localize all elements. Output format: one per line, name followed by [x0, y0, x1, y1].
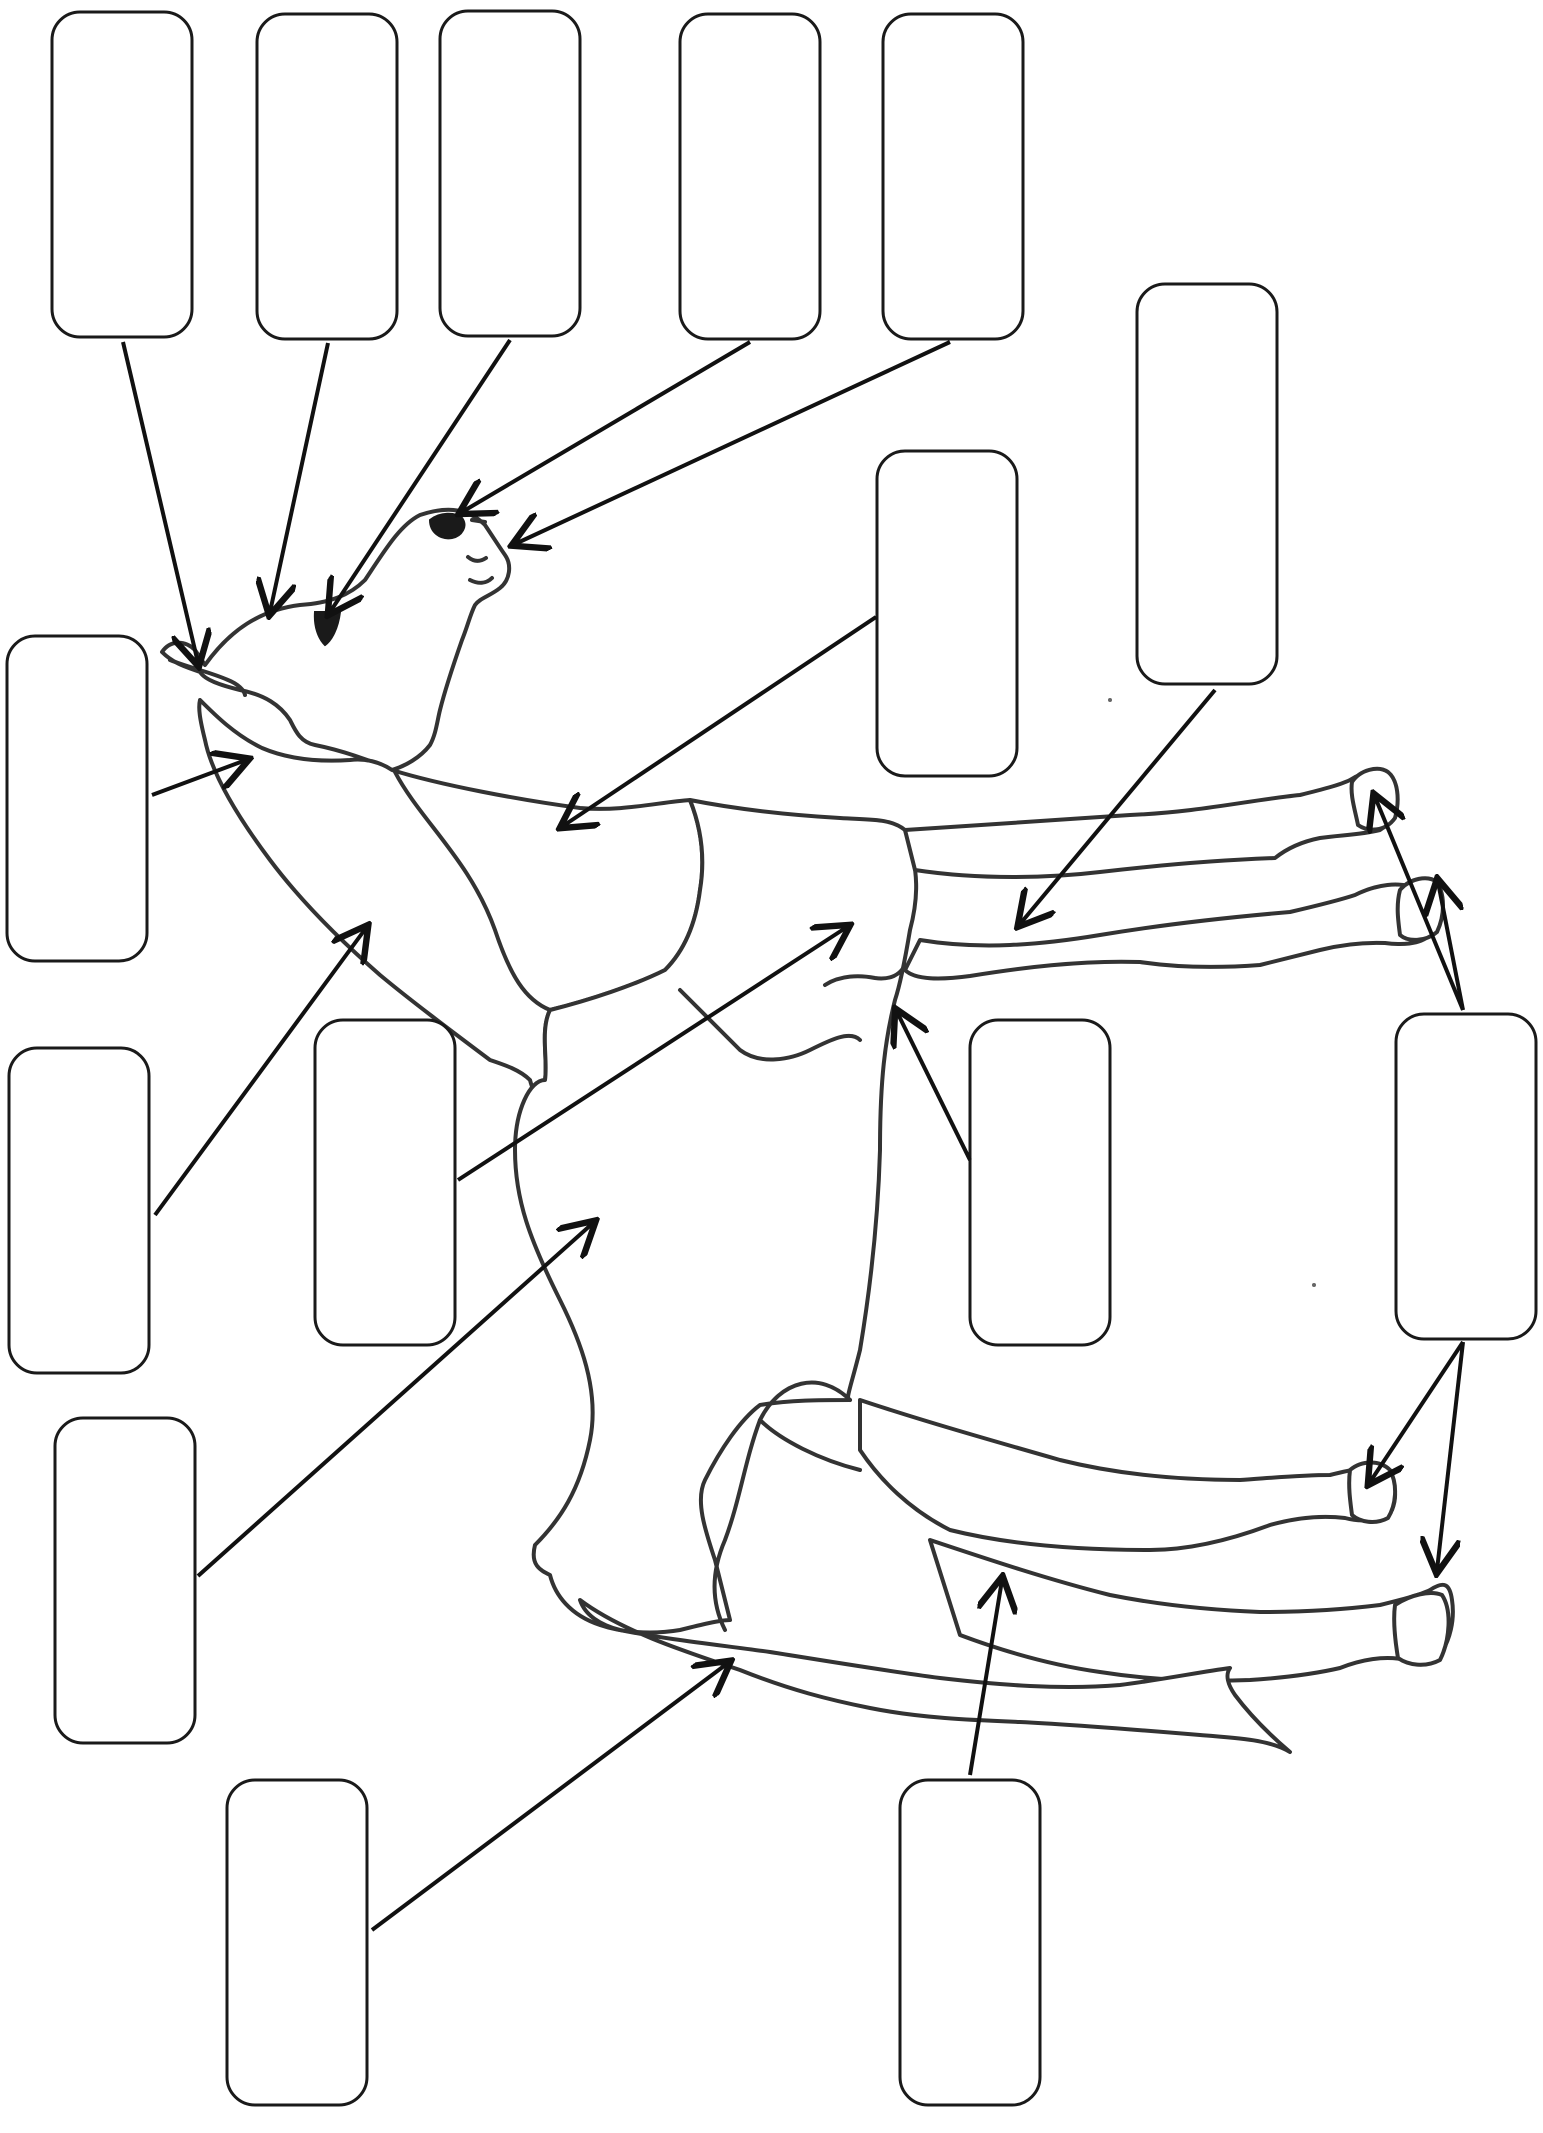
- label-box-croup[interactable]: [313, 1018, 457, 1347]
- animal-drawing: [160, 507, 1455, 1754]
- arrow-neck: [563, 615, 878, 826]
- hind-hoof-2[interactable]: [1392, 1591, 1451, 1667]
- arrow-foreleg: [897, 1012, 972, 1161]
- mouth-line: [466, 518, 494, 585]
- arrow-ear: [121, 341, 198, 663]
- label-box-hind-leg[interactable]: [898, 1778, 1042, 2107]
- hind-hoof-1[interactable]: [1347, 1460, 1397, 1524]
- front-leg-upper: [903, 771, 1399, 879]
- elbow-curve[interactable]: [823, 963, 907, 987]
- front-leg-lower: [903, 882, 1435, 981]
- stray-mark: [1312, 1283, 1316, 1287]
- arrow-tail: [370, 1663, 728, 1932]
- label-box-poll[interactable]: [255, 12, 399, 341]
- label-box-shoulder[interactable]: [1135, 282, 1279, 686]
- arrow-croup: [456, 927, 847, 1182]
- hip-curve: [712, 1380, 852, 1632]
- body-outline: [513, 798, 919, 1635]
- arrow-muzzle: [515, 340, 951, 544]
- label-box-eye[interactable]: [438, 9, 582, 338]
- label-box-nostril[interactable]: [678, 12, 822, 341]
- arrow-barrel: [153, 928, 366, 1217]
- label-boxes: [5, 9, 1538, 2107]
- arrow-chest: [196, 1223, 593, 1578]
- label-box-ear[interactable]: [50, 10, 194, 339]
- label-box-tail[interactable]: [225, 1778, 369, 2107]
- throat-line: [393, 770, 552, 1012]
- label-box-muzzle[interactable]: [881, 12, 1025, 341]
- arrow-hooves-4: [1437, 1341, 1465, 1570]
- arrow-shoulder: [1020, 688, 1217, 924]
- leader-arrows: [121, 338, 1465, 1932]
- label-box-barrel[interactable]: [7, 1046, 151, 1375]
- arrow-hind-leg: [968, 1580, 1002, 1776]
- label-box-chest[interactable]: [53, 1416, 197, 1745]
- tail-outline[interactable]: [578, 1598, 1292, 1754]
- arrow-hooves-3: [1370, 1340, 1465, 1482]
- arrow-throat: [151, 760, 246, 797]
- stray-mark: [1108, 698, 1112, 702]
- arrow-hooves-2: [1438, 882, 1465, 1011]
- hip-line: [758, 1418, 862, 1472]
- label-box-foreleg[interactable]: [968, 1018, 1112, 1347]
- arrow-poll: [270, 342, 330, 612]
- hind-leg-lower: [928, 1538, 1455, 1683]
- nostril-mark[interactable]: [428, 512, 466, 540]
- arrow-nostril: [462, 340, 752, 512]
- label-box-throat[interactable]: [5, 634, 149, 963]
- hind-leg-upper: [858, 1398, 1398, 1552]
- arrow-eye: [330, 338, 512, 612]
- label-box-neck[interactable]: [875, 449, 1019, 778]
- label-box-hooves[interactable]: [1394, 1012, 1538, 1341]
- arrow-hooves-1: [1375, 797, 1465, 1011]
